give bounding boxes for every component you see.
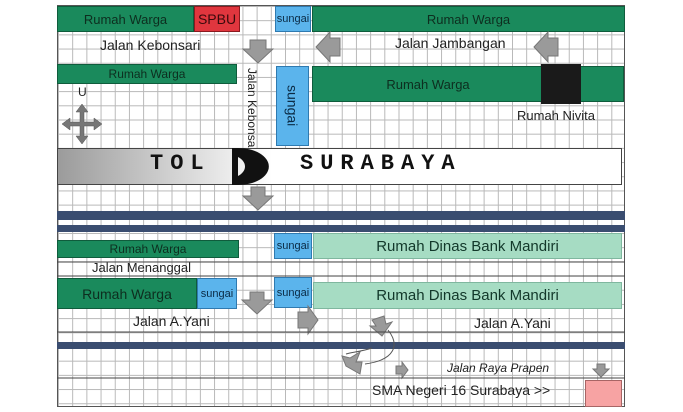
toll-road-band — [57, 211, 625, 220]
block-label: sungai — [276, 240, 310, 252]
toll-road-band — [57, 225, 625, 232]
block-label: Rumah Warga — [83, 11, 168, 27]
block-label: SPBU — [197, 11, 237, 27]
route-arrow-left-icon — [341, 350, 363, 375]
route-curve — [345, 347, 373, 355]
sma-negeri-16-marker — [585, 380, 622, 407]
block-label: sungai — [284, 85, 301, 127]
toll-road-surabaya — [57, 148, 622, 185]
road-label-jalan-jambangan: Jalan Jambangan — [395, 35, 506, 51]
block-label: Rumah Warga — [426, 11, 511, 27]
sungai-block: sungai — [275, 6, 311, 32]
road-label-jalan-a-yani-right: Jalan A.Yani — [474, 315, 551, 331]
sungai-block: sungai — [274, 277, 312, 308]
route-arrow-right-icon — [395, 360, 409, 380]
rumah-nivita-label: Rumah Nivita — [517, 108, 596, 123]
block-label: Rumah Dinas Bank Mandiri — [376, 287, 559, 304]
route-curve — [364, 329, 395, 365]
rumah-nivita-marker — [541, 64, 581, 104]
rumah-warga-block: Rumah Warga — [57, 240, 239, 258]
route-arrow-right-icon — [297, 304, 319, 336]
road-label-jalan-raya-prapen: Jalan Raya Prapen — [447, 361, 550, 375]
route-arrow-down-icon — [241, 39, 275, 64]
sungai-block: sungai — [274, 233, 312, 259]
sungai-vertical-block: sungai — [276, 66, 309, 146]
compass-cross-icon — [61, 103, 103, 145]
sungai-block: sungai — [197, 278, 237, 309]
route-arrow-left-icon — [315, 30, 341, 64]
road-label-jalan-a-yani-left: Jalan A.Yani — [133, 313, 210, 329]
north-label: U — [78, 85, 87, 99]
jalan-a-yani-road — [57, 342, 625, 349]
route-arrow-down-icon — [240, 291, 274, 315]
rumah-warga-block: Rumah Warga — [57, 278, 197, 309]
destination-label: SMA Negeri 16 Surabaya >> — [372, 382, 551, 398]
rumah-dinas-bank-mandiri-block: Rumah Dinas Bank Mandiri — [313, 233, 622, 259]
route-arrow-left-icon — [533, 30, 559, 64]
rumah-warga-block: Rumah Warga — [57, 64, 237, 84]
toll-mark-icon — [232, 148, 238, 185]
block-label: Rumah Dinas Bank Mandiri — [376, 237, 559, 255]
road-label-jalan-menanggal: Jalan Menanggal — [92, 260, 192, 275]
toll-label-right: SURABAYA — [300, 151, 462, 176]
block-label: sungai — [276, 286, 310, 299]
road-label-jalan-kebonsari: Jalan Kebonsari — [100, 37, 201, 53]
block-label: Rumah Warga — [386, 76, 470, 92]
block-label: sungai — [276, 13, 310, 25]
block-label: sungai — [200, 287, 234, 300]
spbu-block: SPBU — [194, 6, 240, 32]
rumah-dinas-bank-mandiri-block: Rumah Dinas Bank Mandiri — [313, 282, 622, 309]
toll-label-left: TOL — [150, 151, 211, 176]
rumah-warga-block: Rumah Warga — [57, 6, 194, 32]
toll-mark-icon — [238, 148, 269, 185]
rumah-warga-block: Rumah Warga — [312, 6, 625, 32]
road-label-jalan-kebonsari-vertical: Jalan Kebonsari — [245, 68, 259, 155]
block-label: Rumah Warga — [109, 242, 187, 256]
block-label: Rumah Warga — [108, 67, 186, 81]
route-arrow-down-icon — [591, 363, 611, 378]
block-label: Rumah Warga — [82, 285, 172, 302]
route-arrow-down-icon — [241, 186, 275, 211]
route-arrow-down-icon — [368, 315, 394, 337]
